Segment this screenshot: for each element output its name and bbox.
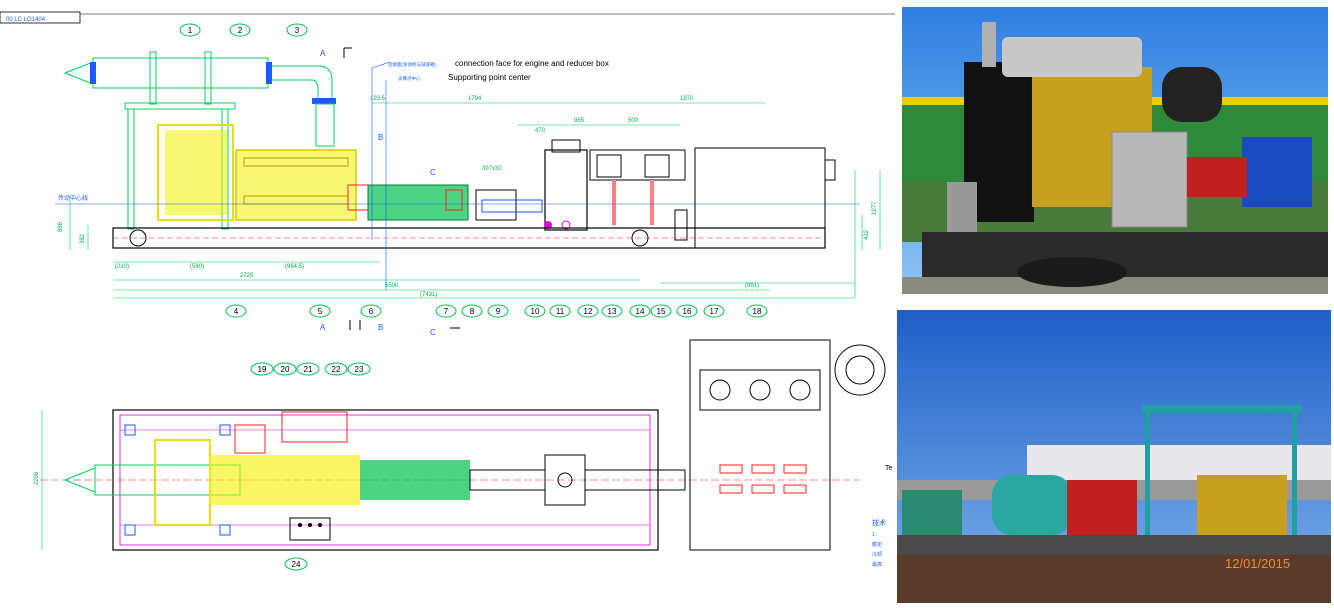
balloon-label: 8 — [470, 307, 475, 316]
balloon-ring — [347, 362, 371, 376]
dim-964-5: (964.5) — [285, 264, 304, 270]
dim-193-5: 193.5 — [370, 96, 386, 102]
centerline-label: 传动中心线 — [58, 194, 88, 202]
skid-trailer-photo: 12/01/2015 — [897, 310, 1331, 603]
balloon-label: 10 — [531, 307, 540, 316]
balloon-label: 11 — [556, 307, 565, 316]
balloon-label: 12 — [584, 307, 593, 316]
balloon-label: 3 — [295, 26, 300, 35]
dim-1277: 1277 — [872, 201, 878, 215]
balloon-label: 19 — [258, 365, 267, 374]
tech-line-2: 额定 — [872, 541, 882, 548]
dim-886: 886 — [58, 221, 64, 232]
balloon-ring — [577, 304, 599, 318]
dim-422: 422 — [864, 229, 870, 240]
cn-support-point: 支撑点中心 — [398, 75, 421, 82]
balloon-ring — [461, 304, 483, 318]
dim-7431: (7431) — [420, 292, 437, 298]
balloon-label: 6 — [369, 307, 374, 316]
skid-trailer-photo-art: 12/01/2015 — [897, 310, 1331, 603]
balloon-ring — [676, 304, 698, 318]
dim-1794: 1794 — [468, 96, 482, 102]
section-c-top: C — [430, 168, 436, 177]
supporting-point-label: Supporting point center — [448, 73, 531, 82]
dim-382: 382 — [80, 233, 86, 244]
balloon-ring — [703, 304, 725, 318]
tech-line-4: 最高 — [872, 561, 882, 568]
balloon-ring — [601, 304, 623, 318]
balloon-ring — [309, 304, 331, 318]
balloon-ring — [284, 557, 308, 571]
balloon-ring — [286, 23, 308, 37]
dim-2725: 2725 — [240, 273, 254, 279]
tech-label: Te — [885, 465, 893, 472]
balloon-ring — [324, 362, 348, 376]
balloon-label: 16 — [683, 307, 692, 316]
tech-cn-label: 技术 — [872, 518, 886, 527]
balloon-ring — [179, 23, 201, 37]
dim-470: 470 — [535, 128, 546, 134]
balloon-label: 24 — [292, 560, 301, 569]
tech-line-1: 1 . — [872, 532, 878, 538]
balloon-ring — [487, 304, 509, 318]
balloon-ring — [250, 362, 274, 376]
balloon-ring — [629, 304, 651, 318]
balloon-label: 22 — [332, 365, 341, 374]
dim-397x30: 397x30 — [482, 166, 502, 172]
dim-210: (210) — [115, 264, 129, 270]
cad-drawing-canvas: 00 LC LO1404 传动中心线 — [0, 11, 895, 571]
balloon-ring — [746, 304, 768, 318]
cad-drawing: 00 LC LO1404 传动中心线 — [0, 11, 895, 571]
dim-965: 965 — [574, 118, 585, 124]
title-tab-text: 00 LC LO1404 — [6, 17, 46, 23]
balloon-ring — [296, 362, 320, 376]
balloon-label: 4 — [234, 307, 239, 316]
balloon-ring — [273, 362, 297, 376]
balloon-ring — [229, 23, 251, 37]
balloon-ring — [549, 304, 571, 318]
connection-face-label: connection face for engine and reducer b… — [455, 59, 609, 68]
section-a-bottom: A — [320, 323, 326, 332]
section-b-top: B — [378, 133, 383, 142]
balloon-ring — [650, 304, 672, 318]
balloon-label: 9 — [496, 307, 501, 316]
balloon-label: 2 — [238, 26, 243, 35]
balloon-ring — [225, 304, 247, 318]
section-c-bottom: C — [430, 328, 436, 337]
photo-date-stamp: 12/01/2015 — [1225, 556, 1290, 571]
balloon-label: 15 — [657, 307, 666, 316]
balloon-label: 21 — [304, 365, 313, 374]
balloon-label: 17 — [710, 307, 719, 316]
dim-2200: 2200 — [34, 471, 40, 485]
balloon-ring — [524, 304, 546, 318]
balloon-label: 23 — [355, 365, 364, 374]
dim-1970: 1970 — [680, 96, 694, 102]
balloon-ring — [435, 304, 457, 318]
balloon-label: 14 — [636, 307, 645, 316]
cn-connection-face: 连接面(发动机与减速箱) — [388, 61, 436, 68]
dim-500: 500 — [628, 118, 639, 124]
section-a-top: A — [320, 49, 326, 58]
balloon-label: 13 — [608, 307, 617, 316]
dim-991: (991) — [745, 283, 759, 289]
balloon-ring — [360, 304, 382, 318]
engine-unit-photo — [902, 7, 1328, 294]
section-b-bottom: B — [378, 323, 383, 332]
tech-line-3: 冷却 — [872, 551, 882, 558]
balloon-label: 1 — [188, 26, 193, 35]
balloon-label: 20 — [281, 365, 290, 374]
balloon-label: 7 — [444, 307, 449, 316]
balloon-label: 5 — [318, 307, 323, 316]
dim-580: (580) — [190, 264, 204, 270]
dim-5500: 5500 — [385, 283, 399, 289]
balloon-label: 18 — [753, 307, 762, 316]
engine-unit-photo-art — [902, 7, 1328, 294]
